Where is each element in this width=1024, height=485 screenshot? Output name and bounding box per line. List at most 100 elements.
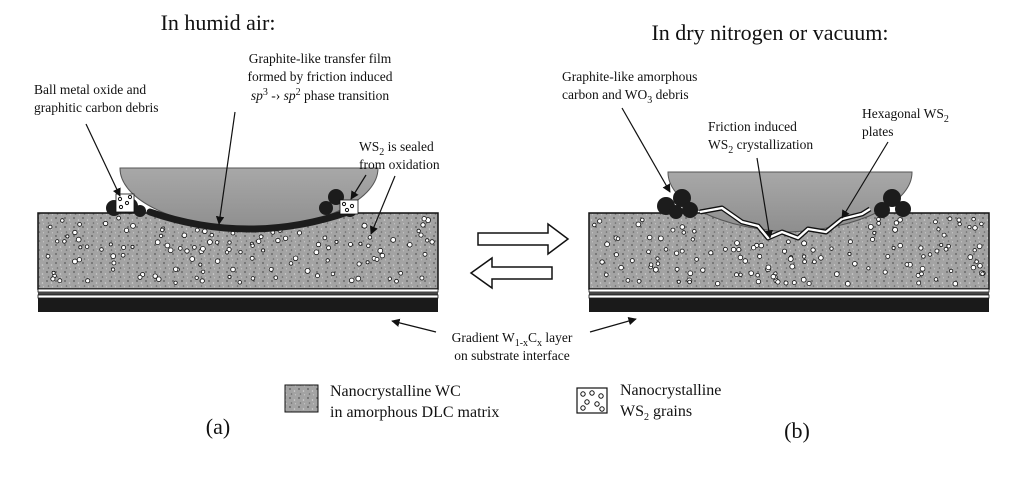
ws2-grain: [885, 253, 891, 259]
ws2-grain: [866, 266, 871, 271]
ws2-grain: [355, 275, 362, 282]
ws2-grain: [833, 271, 840, 277]
ws2-grain: [801, 240, 807, 247]
ws2-grain: [178, 246, 183, 251]
ws2-grain: [202, 228, 208, 234]
ws2-grain: [322, 235, 328, 241]
ws2-grain: [663, 247, 669, 252]
ws2-grain: [603, 272, 609, 278]
ws2-grain: [847, 251, 852, 256]
transfer-film-label-line2: formed by friction induced: [247, 69, 392, 84]
ws2-grain: [313, 249, 320, 256]
ws2-grain: [422, 251, 428, 257]
legend-ws2-line1: Nanocrystalline: [620, 382, 721, 399]
ws2-grain: [674, 266, 680, 272]
arrow-left-hollow: [469, 256, 553, 290]
ws2-grain: [882, 269, 888, 275]
ws2-grain: [55, 239, 60, 244]
ws2-grain: [237, 280, 242, 285]
ws2-grain: [123, 227, 130, 233]
ws2-grain: [646, 249, 651, 255]
ws2-grain: [325, 258, 330, 263]
debris-left-b: [657, 189, 698, 219]
hexagonal-label-line2: plates: [862, 124, 894, 139]
ws2-grain: [848, 239, 853, 245]
arrow-ball-debris: [85, 123, 121, 197]
ws2-grain: [655, 256, 660, 261]
ws2-grain: [652, 266, 659, 273]
ws2-grain: [367, 235, 373, 240]
legend: Nanocrystalline WC in amorphous DLC matr…: [284, 382, 721, 423]
ws2-grain: [692, 229, 697, 234]
arrow-friction: [756, 157, 773, 239]
ws2-grain: [130, 223, 136, 229]
ws2-grain: [806, 280, 812, 286]
ws2-grain: [258, 234, 264, 240]
ws2-grain: [419, 275, 425, 281]
ws2-grain: [818, 255, 824, 261]
ws2-grain: [904, 262, 910, 267]
process-arrows: [469, 222, 570, 290]
ws2-grain: [770, 273, 776, 280]
panel-a-title: In humid air:: [161, 10, 276, 35]
transfer-film-label-line3: sp3 -› sp2 phase transition: [251, 87, 390, 103]
substrate-layers-a: [37, 288, 439, 312]
ws2-grain: [919, 265, 926, 272]
ws2-grain: [358, 241, 363, 246]
ws2-grain: [775, 279, 781, 285]
ws2-grain: [425, 238, 430, 243]
debris-right-a: [319, 189, 359, 217]
arrow-gradient-right: [589, 317, 637, 333]
ws2-grain: [872, 230, 877, 235]
ws2-grain: [111, 260, 117, 266]
friction-label-line1: Friction induced: [708, 119, 797, 134]
ws2-grain: [757, 253, 763, 259]
ws2-grain: [676, 279, 681, 284]
ws2-grain: [829, 246, 834, 251]
arrow-ws2-sealed-2: [370, 175, 396, 235]
panel-b-label: (b): [784, 418, 810, 443]
hexagonal-label-line1: Hexagonal WS2: [862, 106, 949, 125]
ws2-grain: [927, 252, 933, 257]
ws2-grain: [742, 258, 748, 264]
ws2-grain: [892, 226, 898, 233]
ws2-grain: [980, 271, 985, 276]
ws2-grain: [737, 254, 744, 261]
ws2-grain: [694, 257, 699, 262]
ws2-grain: [636, 278, 642, 284]
ws2-grain: [844, 280, 851, 287]
ws2-grain: [635, 221, 642, 228]
ws2-grain: [199, 278, 205, 284]
ws2-grain: [765, 264, 772, 271]
debris-right-b: [874, 189, 911, 218]
ws2-grain: [111, 267, 116, 272]
ws2-grain: [618, 264, 624, 271]
ws2-grain: [65, 234, 70, 239]
ws2-grain: [977, 263, 983, 269]
ws2-grain: [429, 239, 435, 245]
ws2-grain: [194, 275, 199, 280]
ws2-grain: [330, 271, 336, 277]
transfer-film: [146, 208, 352, 233]
ws2-grain: [181, 232, 188, 238]
ws2-grain: [936, 227, 941, 232]
debris-left-a: [106, 193, 146, 217]
substrate-layers-b: [588, 288, 990, 312]
ws2-grain: [304, 267, 311, 274]
ws2-grain: [755, 278, 762, 285]
ws2-grain: [876, 217, 881, 222]
ws2-grain: [282, 235, 289, 241]
arrow-gradient-left: [391, 318, 437, 333]
ws2-sealed-label-line2: from oxidation: [359, 157, 440, 172]
ws2-grain: [72, 258, 78, 265]
ws2-grain: [103, 220, 109, 227]
ws2-grain: [192, 245, 197, 250]
ws2-grain: [365, 260, 370, 265]
ws2-grain: [736, 247, 742, 253]
ws2-grain: [209, 232, 214, 238]
ws2-grain: [214, 258, 221, 264]
ws2-grain: [198, 262, 203, 267]
ws2-grain: [597, 218, 603, 224]
ws2-grain: [214, 240, 220, 245]
amorphous-label-line2: carbon and WO3 debris: [562, 87, 689, 106]
